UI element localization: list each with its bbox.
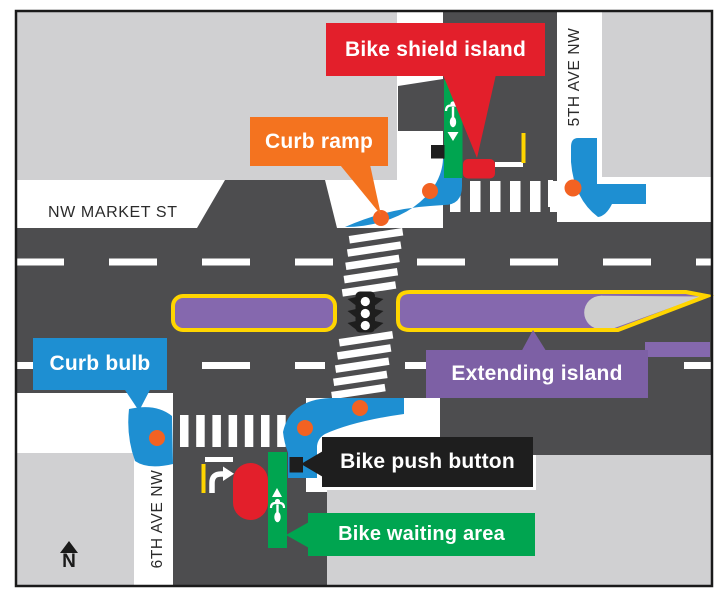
down-arrow-icon <box>447 132 459 141</box>
north-arrow-icon: N <box>55 541 83 572</box>
callout-curb-bulb-text: Curb bulb <box>49 352 151 375</box>
extending-island-west <box>171 294 337 332</box>
callout-curb-ramp-text: Curb ramp <box>265 129 373 153</box>
callout-curb-ramp: Curb ramp <box>250 117 388 166</box>
street-label-market: NW MARKET ST <box>48 204 178 221</box>
right-turn-arrow-icon <box>209 466 234 493</box>
bike-shield-island-marker <box>463 159 495 179</box>
callout-bike-shield-island: Bike shield island <box>326 23 545 76</box>
building-southwest <box>16 453 134 586</box>
street-label-5th-ave: 5TH AVE NW <box>566 27 583 127</box>
north-arrow-label: N <box>62 551 76 572</box>
street-label-6th-ave: 6TH AVE NW <box>149 469 166 569</box>
callout-bike-push-button-text: Bike push button <box>340 450 515 473</box>
pointer-curb-ramp <box>336 160 381 215</box>
callout-extending-island: Extending island <box>426 350 648 398</box>
driveway-northwest <box>197 180 337 228</box>
bike-push-button-north <box>431 145 445 159</box>
pointer-bike-push-button <box>301 451 323 477</box>
extending-island-east-outline <box>396 290 715 332</box>
north-arrow-triangle <box>60 541 78 553</box>
extending-island-eastbound <box>645 342 710 357</box>
map-border <box>14 9 714 588</box>
curb-ramp-dots <box>149 179 582 446</box>
bike-symbol-icon-south <box>269 488 286 523</box>
callout-extending-island-text: Extending island <box>451 362 623 385</box>
pointer-curb-bulb <box>121 384 153 411</box>
bike-symbol-icon <box>444 101 462 141</box>
callout-curb-bulb: Curb bulb <box>33 338 167 390</box>
up-arrow-icon <box>272 488 282 497</box>
pointer-extending-island <box>520 330 548 354</box>
crosswalk-south <box>180 415 286 447</box>
bike-crossing-south-half <box>331 331 394 400</box>
callout-bike-waiting-area: Bike waiting area <box>308 513 535 556</box>
island-tip-taper <box>601 295 702 330</box>
pointer-bike-shield-island <box>441 70 497 158</box>
red-island-south <box>233 463 268 520</box>
building-southeast <box>536 455 712 586</box>
callout-bike-shield-island-text: Bike shield island <box>345 37 526 61</box>
building-northeast <box>602 11 712 177</box>
callout-bike-push-button: Bike push button <box>322 437 533 487</box>
pointer-bike-waiting-area <box>286 522 309 548</box>
curb-bulb-northeast <box>571 138 646 217</box>
bike-push-button-south <box>289 457 303 473</box>
callout-bike-waiting-area-text: Bike waiting area <box>338 523 505 545</box>
driveway-north <box>398 79 443 131</box>
traffic-signal-icon <box>347 291 384 333</box>
bike-crossing-north-half <box>341 228 404 297</box>
